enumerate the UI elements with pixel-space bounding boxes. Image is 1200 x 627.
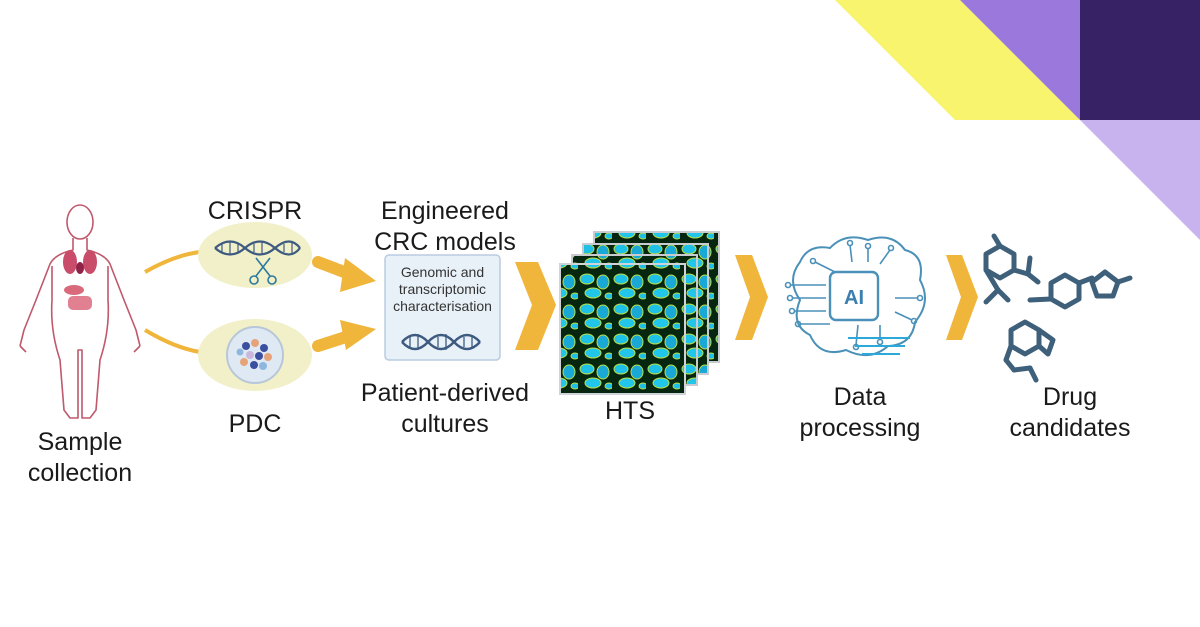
sample-collection-label: Sample collection [10,427,150,489]
patient-line1: Patient-derived [360,379,530,407]
patient-line2: cultures [401,410,489,438]
ai-badge: AI [844,287,864,309]
arrow-to-data [735,255,768,340]
molecule-icon [983,233,1133,383]
drug-line1: Drug [1042,383,1098,411]
crispr-label: CRISPR [207,197,303,225]
ai-brain-icon [784,236,926,357]
engineered-models-label: Engineered CRC models [350,196,540,258]
dna-icon [401,333,481,351]
corner-decoration [835,0,1200,240]
char-line2: transcriptomic [398,281,487,297]
char-line3: characterisation [393,298,492,314]
lavender-triangle [1080,120,1200,240]
drug-candidates-label: Drug candidates [995,382,1145,444]
dna-scissors-icon [198,222,312,288]
characterisation-text: Genomic and transcriptomic characterisat… [385,264,500,315]
petri-dish-icon [198,319,312,391]
engineered-line2: CRC models [374,228,516,256]
human-body-icon [19,204,141,419]
sample-line2: collection [27,459,133,487]
deep-purple-triangle [1080,0,1200,120]
patient-cultures-label: Patient-derived cultures [345,378,545,440]
pdc-label: PDC [228,410,282,438]
hts-label: HTS [605,397,655,425]
characterisation-box [384,254,501,361]
violet-stripe [960,0,1080,120]
yellow-stripe [835,0,1080,120]
data-processing-label: Data processing [785,382,935,444]
microscopy-stack-icon [559,231,720,395]
char-line1: Genomic and [400,264,485,280]
data-line2: processing [799,414,921,442]
engineered-line1: Engineered [381,197,509,225]
drug-line2: candidates [1009,414,1131,442]
arrow-to-hts [515,262,556,350]
arrow-to-drugs [946,255,978,340]
data-line1: Data [833,383,887,411]
sample-line1: Sample [37,428,123,456]
